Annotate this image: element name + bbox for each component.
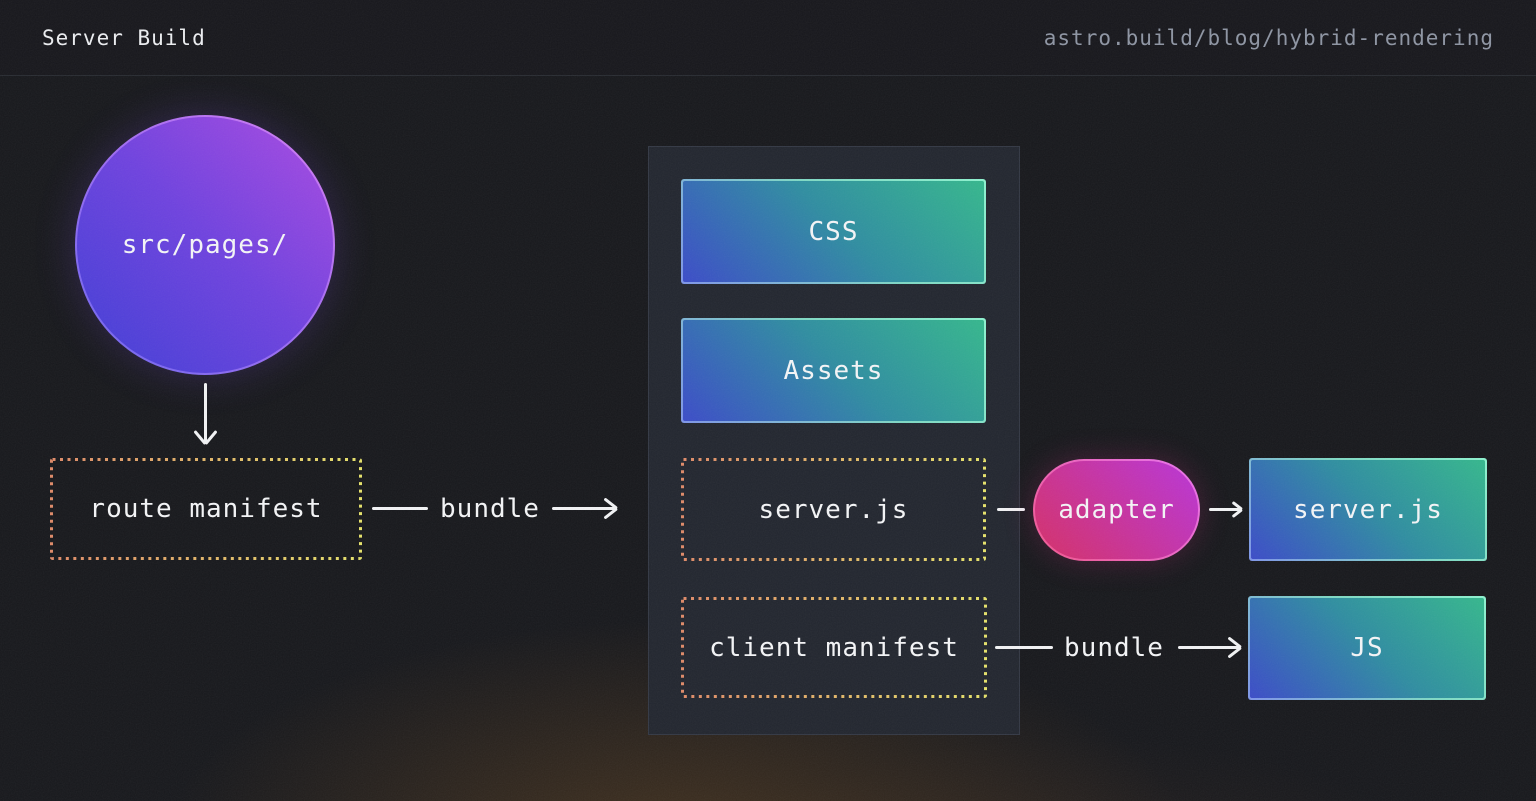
assets-label: Assets [783,355,884,386]
src-pages-node-fill: src/pages/ [77,117,333,373]
arrow-bundle-to-js [1178,646,1240,649]
adapter-node-fill: adapter [1035,461,1198,559]
dotted-border [50,458,362,560]
assets-node-fill: Assets [683,320,984,421]
header-bar: Server Build astro.build/blog/hybrid-ren… [0,0,1536,76]
adapter-node: adapter [1033,459,1200,561]
arrow-src-to-route-manifest [204,383,207,443]
source-url: astro.build/blog/hybrid-rendering [1043,25,1494,50]
css-label: CSS [808,216,859,247]
bundle-label-top: bundle [440,494,540,524]
dotted-border [681,458,986,561]
css-node-fill: CSS [683,181,984,282]
css-node: CSS [681,179,986,284]
arrow-bundle-to-output [552,507,616,510]
connector-route-to-bundle [372,507,428,510]
server-js-output-fill: server.js [1251,460,1485,559]
page-title: Server Build [42,25,206,50]
js-output-node: JS [1248,596,1486,700]
bundle-label-bottom: bundle [1064,633,1164,663]
src-pages-label: src/pages/ [121,230,289,260]
js-output-label: JS [1350,633,1384,663]
src-pages-node: src/pages/ [75,115,335,375]
assets-node: Assets [681,318,986,423]
connector-server-to-adapter [997,508,1025,511]
server-js-node: server.js [681,458,986,561]
connector-client-to-bundle [995,646,1053,649]
server-js-output-node: server.js [1249,458,1487,561]
client-manifest-node: client manifest [681,597,987,698]
dotted-border [681,597,987,698]
server-js-output-label: server.js [1293,494,1443,525]
arrow-adapter-to-server-js [1209,508,1241,511]
route-manifest-node: route manifest [50,458,362,560]
adapter-label: adapter [1058,495,1175,525]
js-output-fill: JS [1250,598,1484,698]
